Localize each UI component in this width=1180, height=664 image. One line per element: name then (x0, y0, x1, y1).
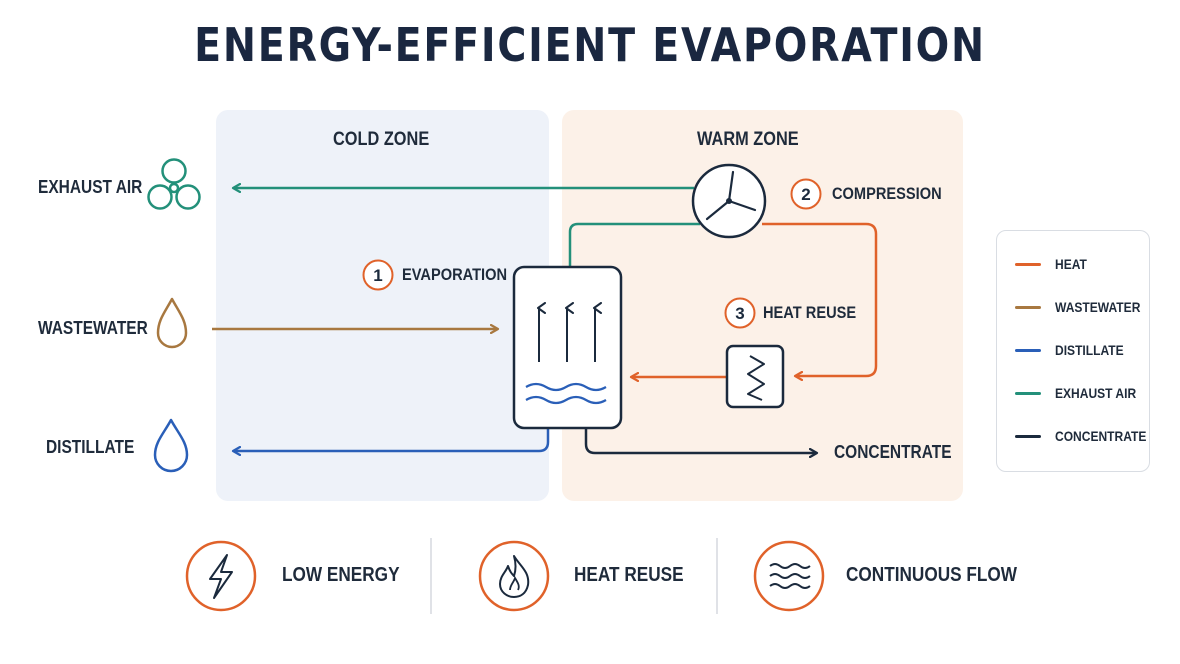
legend-swatch-heat (1015, 262, 1041, 266)
heat-exchanger-icon (725, 344, 785, 409)
legend-item-exhaust-air: EXHAUST AIR (1015, 383, 1149, 403)
step-2-badge: 2 (790, 178, 822, 210)
step-2-number: 2 (801, 185, 810, 204)
compressor-fan-icon (691, 163, 767, 239)
waves-icon (753, 540, 825, 612)
step-3-number: 3 (735, 304, 744, 323)
legend-label-concentrate: CONCENTRATE (1055, 428, 1147, 444)
legend-label-heat: HEAT (1055, 256, 1087, 272)
cold-zone-title: COLD ZONE (333, 129, 430, 150)
step-3-label: HEAT REUSE (763, 303, 857, 322)
wastewater-label: WASTEWATER (38, 318, 148, 338)
step-3-badge: 3 (724, 297, 756, 329)
vapour-line (568, 222, 700, 268)
page-title: ENERGY-EFFICIENT EVAPORATION (194, 18, 986, 72)
wastewater-drop-icon (156, 297, 188, 349)
legend-label-exhaust-air: EXHAUST AIR (1055, 385, 1137, 401)
legend-swatch-distillate (1015, 348, 1041, 352)
concentrate-label: CONCENTRATE (834, 442, 952, 462)
heat-line-compressor (762, 222, 878, 376)
cold-zone (216, 110, 549, 501)
legend-swatch-wastewater (1015, 305, 1041, 309)
legend-label-distillate: DISTILLATE (1055, 342, 1124, 358)
distillate-drop-icon (153, 418, 189, 473)
distillate-arrow (234, 428, 550, 451)
legend-label-wastewater: WASTEWATER (1055, 299, 1141, 315)
legend: HEAT WASTEWATER DISTILLATE EXHAUST AIR C… (996, 230, 1150, 472)
step-2-label: COMPRESSION (832, 184, 942, 203)
warm-zone-title: WARM ZONE (697, 129, 799, 150)
feature-label-heat-reuse: HEAT REUSE (574, 564, 684, 586)
evaporator-vessel (512, 265, 623, 430)
step-1-badge: 1 (362, 259, 394, 291)
legend-item-wastewater: WASTEWATER (1015, 297, 1154, 317)
step-1-label: EVAPORATION (402, 265, 508, 284)
feature-label-continuous-flow: CONTINUOUS FLOW (846, 564, 1018, 586)
exhaust-air-icon (147, 158, 201, 210)
legend-swatch-concentrate (1015, 434, 1041, 438)
legend-item-concentrate: CONCENTRATE (1015, 426, 1161, 446)
lightning-icon (185, 540, 257, 612)
legend-item-distillate: DISTILLATE (1015, 340, 1135, 360)
feature-label-low-energy: LOW ENERGY (282, 564, 400, 586)
warm-zone (562, 110, 963, 501)
step-1-number: 1 (373, 266, 382, 285)
concentrate-arrow (584, 428, 816, 453)
exhaust-air-label: EXHAUST AIR (38, 177, 143, 197)
legend-swatch-exhaust-air (1015, 391, 1041, 395)
flame-icon (478, 540, 550, 612)
legend-item-heat: HEAT (1015, 254, 1092, 274)
distillate-label: DISTILLATE (46, 437, 135, 457)
